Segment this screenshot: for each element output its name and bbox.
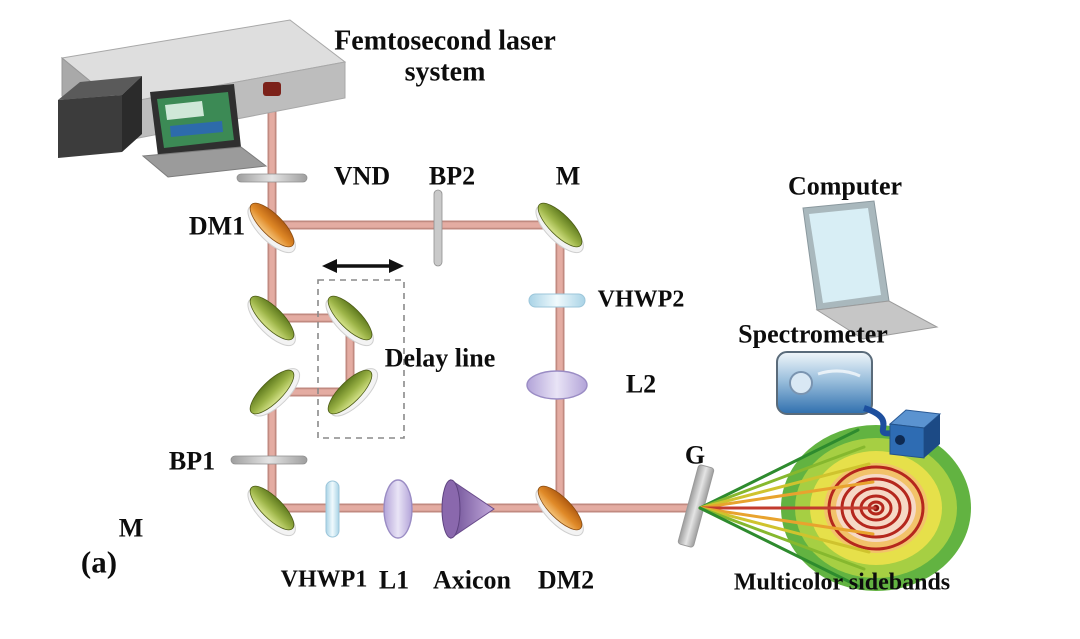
label-l2: L2 xyxy=(625,369,657,399)
dm1-dichroic-mirror xyxy=(247,202,296,254)
label-delay-line: Delay line xyxy=(384,343,496,373)
laser-system-illustration xyxy=(58,19,347,178)
label-dm1: DM1 xyxy=(188,211,246,241)
bp2-filter xyxy=(433,189,443,267)
delay-mirror-lower xyxy=(327,368,379,417)
label-multicolor-sidebands: Multicolor sidebands xyxy=(733,569,951,596)
label-dm2: DM2 xyxy=(537,565,595,595)
laser-sub-box-side xyxy=(122,76,142,152)
sideband-fan xyxy=(698,428,877,588)
label-vhwp1: VHWP1 xyxy=(280,566,368,593)
l1-lens xyxy=(383,479,413,539)
label-spectrometer: Spectrometer xyxy=(738,319,888,349)
label-m-bottom: M xyxy=(118,513,144,543)
control-laptop-illustration xyxy=(141,84,268,178)
bp1-filter xyxy=(230,455,308,465)
label-axicon: Axicon xyxy=(433,565,511,595)
dm2-dichroic-mirror xyxy=(535,485,584,537)
spectrometer-logo xyxy=(789,371,813,395)
vnd-filter xyxy=(236,173,308,183)
axicon-optic xyxy=(441,479,495,539)
label-vnd: VND xyxy=(333,161,391,191)
delay-translation-arrow xyxy=(322,259,404,273)
steering-mirror-lower-left xyxy=(249,368,301,417)
delay-mirror-upper xyxy=(325,295,374,347)
laser-sub-box-top xyxy=(58,76,142,100)
collection-cube-illustration xyxy=(888,409,942,459)
vhwp1-waveplate xyxy=(325,480,340,538)
computer-illustration xyxy=(802,200,939,340)
steering-mirror-upper-left xyxy=(247,295,296,347)
label-computer: Computer xyxy=(787,171,903,201)
mirror-top xyxy=(535,202,584,254)
label-m-top: M xyxy=(555,161,581,191)
label-title: Femtosecond laser system xyxy=(334,25,556,88)
label-bp1: BP1 xyxy=(168,446,216,476)
spectrometer-device xyxy=(776,351,873,415)
label-grating: G xyxy=(684,440,706,470)
mirror-bottom xyxy=(247,485,296,537)
label-vhwp2: VHWP2 xyxy=(597,286,685,313)
laser-output-port xyxy=(263,82,281,96)
label-bp2: BP2 xyxy=(428,161,476,191)
laser-sub-box-front xyxy=(58,95,122,158)
fiber-cable xyxy=(863,405,894,437)
l2-lens xyxy=(526,370,588,400)
label-l1: L1 xyxy=(378,565,410,595)
delay-line-box xyxy=(317,279,405,439)
label-panel-a: (a) xyxy=(80,544,118,580)
vhwp2-waveplate xyxy=(528,293,586,308)
